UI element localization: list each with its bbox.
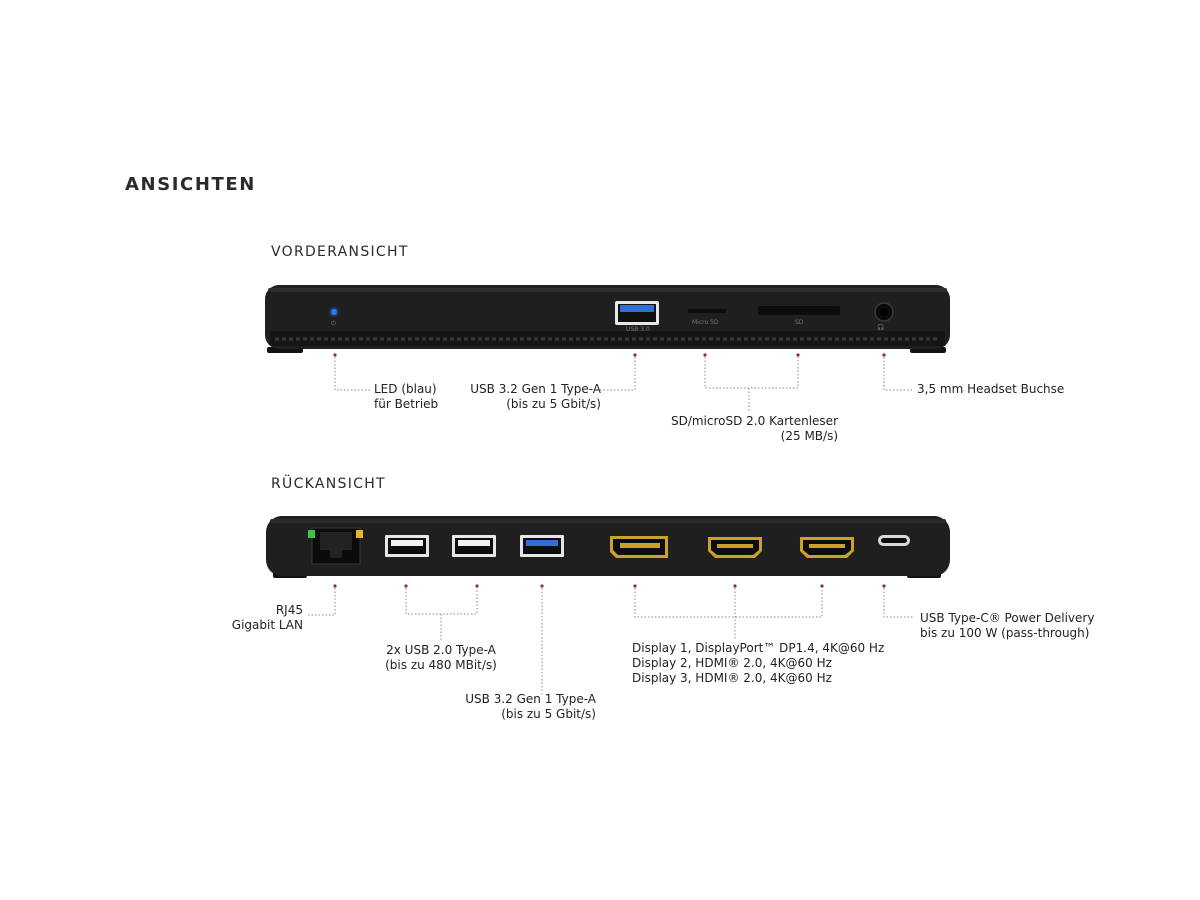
callout-rear-usb3-line1: USB 3.2 Gen 1 Type-A: [465, 692, 596, 706]
callout-rj45-line2: Gigabit LAN: [231, 618, 303, 632]
callout-led: LED (blau) für Betrieb: [374, 382, 438, 412]
front-view-heading: VORDERANSICHT: [271, 244, 409, 260]
microsd-slot: [688, 309, 726, 313]
callout-usb2-line1: 2x USB 2.0 Type-A: [386, 643, 496, 657]
callout-card-line1: SD/microSD 2.0 Kartenleser: [670, 414, 838, 428]
rear-callout-lines: [308, 588, 914, 694]
sd-slot: [758, 306, 840, 315]
hdmi-port-2: [800, 537, 854, 558]
callout-rj45: RJ45 Gigabit LAN: [200, 603, 303, 633]
callout-rear-usb3-line2: (bis zu 5 Gbit/s): [501, 707, 596, 721]
displayport-port: [610, 536, 668, 558]
rear-view-heading: RÜCKANSICHT: [271, 476, 386, 492]
rear-usb3-port: [520, 535, 564, 557]
front-device: ⏻ USB 3.0 Micro SD SD 🎧: [265, 285, 950, 353]
callout-card-line2: (25 MB/s): [780, 429, 838, 443]
front-usb3-port: USB 3.0: [615, 301, 659, 333]
rear-housing: [266, 516, 950, 576]
microsd-marking: Micro SD: [692, 319, 719, 326]
callout-display-3: Display 3, HDMI® 2.0, 4K@60 Hz: [632, 671, 832, 685]
front-usb-marking: USB 3.0: [626, 326, 650, 333]
callout-usbc-line1: USB Type-C® Power Delivery: [920, 611, 1095, 625]
usb2-port-1: [385, 535, 429, 557]
hdmi-port-1: [708, 537, 762, 558]
callout-rj45-line1: RJ45: [275, 603, 303, 617]
power-icon: ⏻: [331, 320, 336, 327]
callout-led-line1: LED (blau): [374, 382, 437, 396]
headset-icon: 🎧: [877, 323, 884, 331]
sd-marking: SD: [795, 319, 804, 326]
front-callout-lines: [334, 357, 912, 412]
page-title: ANSICHTEN: [125, 174, 256, 195]
callout-usbc-line2: bis zu 100 W (pass-through): [920, 626, 1090, 640]
usb2-port-2: [452, 535, 496, 557]
callout-card-reader: SD/microSD 2.0 Kartenleser (25 MB/s): [670, 414, 838, 444]
callout-headset: 3,5 mm Headset Buchse: [917, 382, 1065, 396]
rear-callout-markers: [333, 584, 886, 588]
callout-display-1: Display 1, DisplayPort™ DP1.4, 4K@60 Hz: [632, 641, 885, 655]
callout-usb2: 2x USB 2.0 Type-A (bis zu 480 MBit/s): [380, 643, 502, 673]
front-callout-markers: [333, 353, 886, 357]
callout-front-usb-line1: USB 3.2 Gen 1 Type-A: [470, 382, 601, 396]
usbc-port: [878, 535, 910, 546]
callout-display-2: Display 2, HDMI® 2.0, 4K@60 Hz: [632, 656, 832, 670]
callout-usbc: USB Type-C® Power Delivery bis zu 100 W …: [920, 611, 1094, 641]
rj45-port: [308, 527, 363, 565]
callout-usb2-line2: (bis zu 480 MBit/s): [385, 658, 497, 672]
callout-rear-usb3: USB 3.2 Gen 1 Type-A (bis zu 5 Gbit/s): [455, 692, 596, 722]
power-led: [331, 309, 337, 315]
callout-front-usb-line2: (bis zu 5 Gbit/s): [506, 397, 601, 411]
callout-led-line2: für Betrieb: [374, 397, 439, 411]
rear-device: [266, 516, 950, 578]
callout-displays: Display 1, DisplayPort™ DP1.4, 4K@60 Hz …: [632, 641, 884, 686]
callout-front-usb: USB 3.2 Gen 1 Type-A (bis zu 5 Gbit/s): [460, 382, 601, 412]
